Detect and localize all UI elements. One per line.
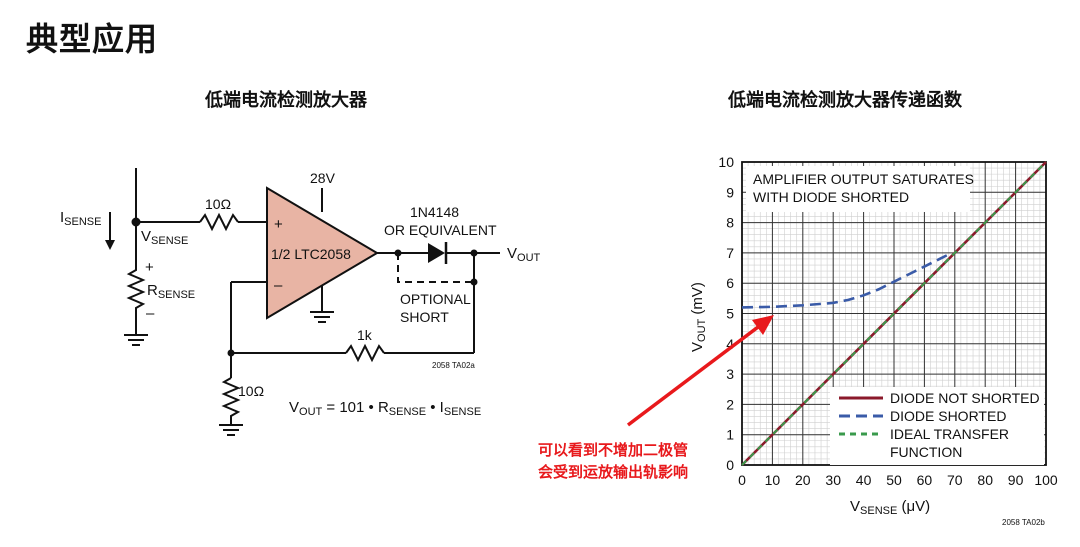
x-tick-label: 80	[977, 472, 993, 488]
y-tick-label: 8	[726, 215, 734, 231]
circuit-title: 低端电流检测放大器	[205, 90, 367, 111]
opamp-plus-label: +	[274, 216, 283, 233]
y-tick-label: 7	[726, 245, 734, 261]
diode-1n4148	[428, 243, 445, 263]
r-feedback-resistor	[345, 343, 385, 363]
r-gain-resistor	[221, 377, 241, 425]
chart-fig-code: 2058 TA02b	[1002, 518, 1045, 527]
supply-label: 28V	[310, 170, 336, 186]
opamp-triangle	[266, 186, 379, 320]
v-sense-label: VSENSE	[141, 228, 188, 247]
x-tick-label: 60	[917, 472, 933, 488]
x-tick-label: 10	[765, 472, 781, 488]
legend-label-not-shorted: DIODE NOT SHORTED	[890, 390, 1040, 406]
r-sense-plus: +	[145, 259, 154, 276]
x-tick-label: 40	[856, 472, 872, 488]
annotation-line-1: AMPLIFIER OUTPUT SATURATES	[753, 171, 974, 187]
i-sense-label: ISENSE	[60, 209, 101, 228]
r-sense-resistor	[126, 264, 146, 335]
opamp-label: 1/2 LTC2058	[271, 246, 351, 262]
legend-label-ideal-2: FUNCTION	[890, 444, 962, 460]
circuit-fig-code: 2058 TA02a	[432, 361, 475, 370]
diode-part-label: 1N4148	[410, 204, 459, 220]
opamp-minus-label: –	[274, 277, 283, 294]
x-tick-label: 90	[1008, 472, 1024, 488]
gain-equation: VOUT = 101 • RSENSE • ISENSE	[289, 399, 481, 418]
series-line-shorted	[741, 253, 950, 309]
x-axis-label: VSENSE (μV)	[850, 498, 930, 517]
y-tick-label: 5	[726, 306, 734, 322]
optional-short-dashed	[397, 253, 474, 283]
annotation-line-2: WITH DIODE SHORTED	[753, 189, 909, 205]
optional-label-1: OPTIONAL	[400, 291, 471, 307]
y-tick-label: 3	[726, 366, 734, 382]
transfer-chart: 0 10 20 30 40 50 60 70 80 90 100 0 1 2 3 4 5 6 7 8 9 10 AMPLI…	[689, 154, 1058, 527]
x-tick-label: 50	[886, 472, 902, 488]
annotation-box	[746, 166, 970, 212]
chart-title: 低端电流检测放大器传递函数	[728, 90, 962, 111]
x-tick-label: 30	[825, 472, 841, 488]
y-tick-label: 9	[726, 184, 734, 200]
x-tick-label: 0	[738, 472, 746, 488]
x-tick-label: 70	[947, 472, 963, 488]
optional-label-2: SHORT	[400, 309, 449, 325]
r-sense-minus: –	[146, 305, 155, 322]
x-tick-label: 100	[1034, 472, 1058, 488]
legend-box	[830, 387, 1044, 465]
callout-line-2: 会受到运放输出轨影响	[538, 463, 688, 481]
diode-equiv-label: OR EQUIVALENT	[384, 222, 497, 238]
r-gain-label: 10Ω	[238, 383, 264, 399]
y-axis-label: VOUT (mV)	[689, 282, 708, 352]
r-feedback-label: 1k	[357, 327, 373, 343]
y-tick-label: 2	[726, 396, 734, 412]
callout-line-1: 可以看到不增加二极管	[538, 441, 688, 459]
series-line-ideal	[741, 161, 1047, 466]
circuit-diagram: ISENSE VSENSE + RSENSE – 10Ω 28V + – 1/2…	[60, 168, 688, 481]
r-sense-label: RSENSE	[147, 282, 195, 301]
y-tick-label: 6	[726, 275, 734, 291]
y-tick-label: 10	[718, 154, 734, 170]
page-title: 典型应用	[26, 20, 159, 58]
y-tick-label: 1	[726, 427, 734, 443]
x-tick-label: 20	[795, 472, 811, 488]
y-tick-label: 4	[726, 336, 734, 352]
y-tick-label: 0	[726, 457, 734, 473]
legend-label-shorted: DIODE SHORTED	[890, 408, 1006, 424]
i-sense-arrow	[105, 240, 115, 250]
vout-label: VOUT	[507, 245, 541, 264]
r-input-resistor	[199, 212, 239, 232]
r-input-label: 10Ω	[205, 196, 231, 212]
legend-label-ideal: IDEAL TRANSFER	[890, 426, 1009, 442]
